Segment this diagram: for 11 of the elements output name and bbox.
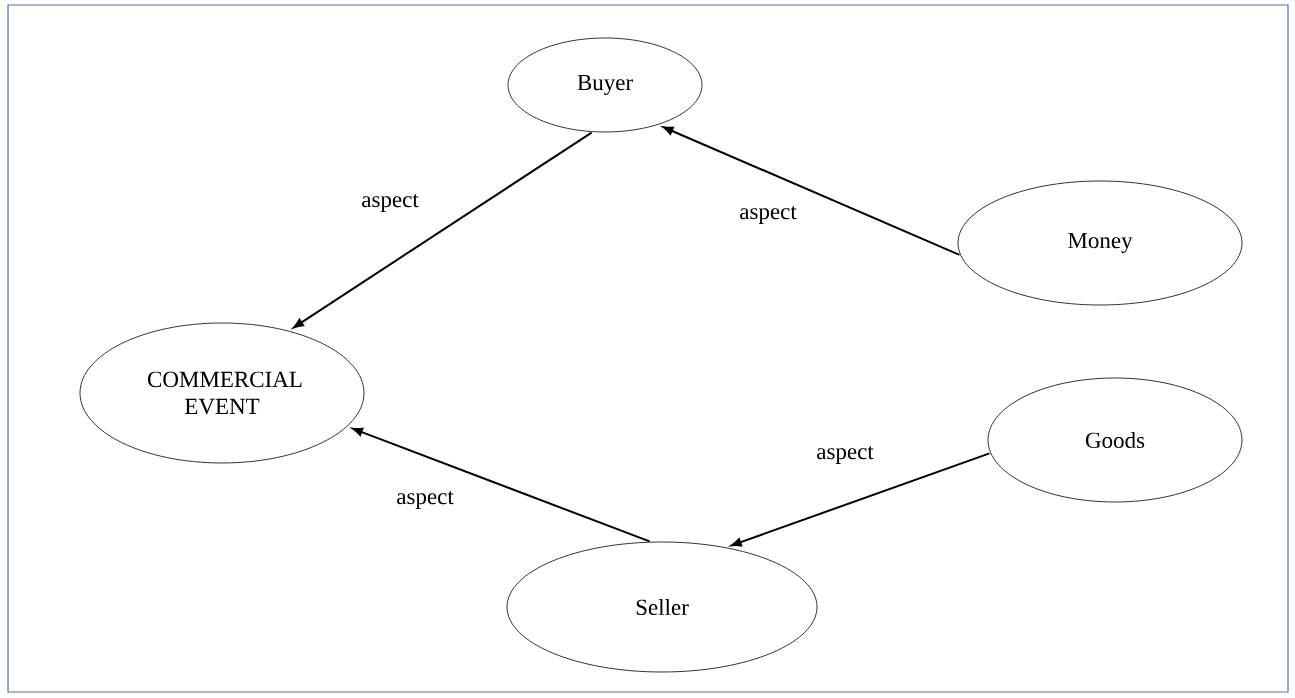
edge-label: aspect [360, 193, 420, 213]
arrow [293, 131, 593, 329]
arrow [730, 452, 991, 547]
ellipse-node: Money [957, 180, 1243, 306]
edge-label: aspect [738, 205, 798, 225]
ellipse-node: Buyer [507, 37, 703, 133]
ellipse-node: COMMERCIAL EVENT [79, 322, 365, 464]
edge-label: aspect [815, 445, 875, 465]
arrow [662, 126, 961, 256]
ellipse-node: Seller [506, 541, 818, 673]
ellipse-node: Goods [987, 377, 1243, 503]
